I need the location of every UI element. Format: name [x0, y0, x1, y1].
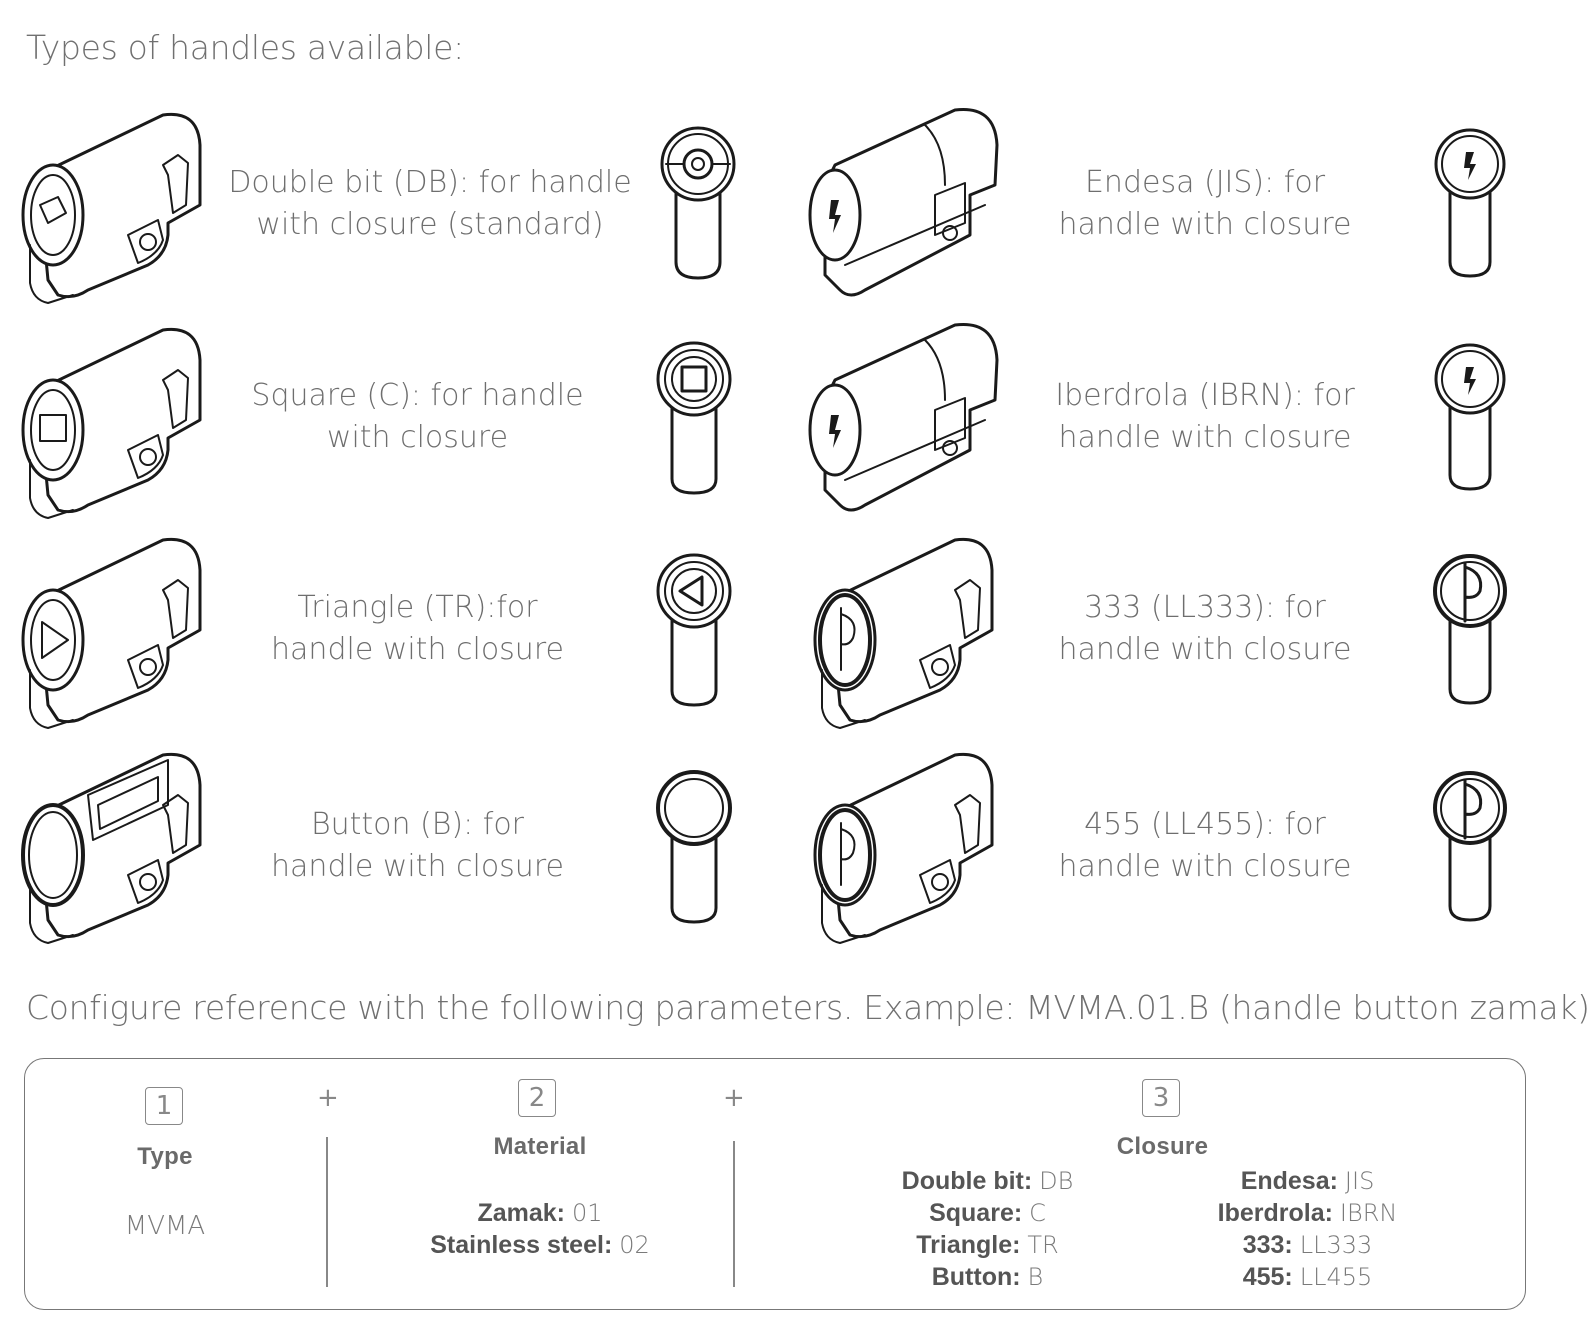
closure-option-double-bit: Double bit: DB	[901, 1167, 1074, 1195]
double-bit-cylinder-icon	[21, 112, 202, 304]
endesa-handle-icon	[1434, 128, 1506, 278]
closure-title: Closure	[1116, 1133, 1209, 1160]
type-value: MVMA	[124, 1211, 206, 1241]
step-number-1: 1	[145, 1087, 183, 1125]
material-option-zamak: Zamak: 01	[477, 1199, 603, 1227]
ll455-cylinder-icon	[813, 752, 994, 944]
divider	[733, 1141, 735, 1287]
closure-option-endesa: Endesa: JIS	[1240, 1167, 1375, 1195]
plus-sign: +	[723, 1083, 745, 1113]
material-title: Material	[493, 1133, 587, 1160]
endesa-cylinder-icon	[808, 107, 999, 297]
iberdrola-handle-icon	[1434, 343, 1506, 491]
step-number-3: 3	[1142, 1079, 1180, 1117]
configure-heading: Configure reference with the following p…	[26, 988, 1590, 1027]
ll333-handle-icon	[1433, 554, 1507, 705]
iberdrola-cylinder-icon	[808, 322, 999, 512]
triangle-handle-icon	[656, 553, 732, 707]
closure-option-triangle: Triangle: TR	[916, 1231, 1059, 1259]
type-title: Type	[137, 1143, 193, 1170]
step-number-2: 2	[518, 1079, 556, 1117]
closure-option-ll455: 455: LL455	[1242, 1263, 1373, 1291]
double-bit-handle-icon	[660, 126, 736, 280]
material-option-stainless: Stainless steel: 02	[430, 1231, 650, 1259]
button-cylinder-icon	[21, 752, 202, 944]
divider	[326, 1137, 328, 1287]
ll455-handle-icon	[1433, 771, 1507, 922]
closure-option-iberdrola: Iberdrola: IBRN	[1217, 1199, 1398, 1227]
reference-config-panel: 1 Type MVMA + 2 Material Zamak: 01 Stain…	[24, 1058, 1526, 1310]
closure-option-square: Square: C	[929, 1199, 1046, 1227]
square-cylinder-icon	[21, 327, 202, 519]
closure-option-button: Button: B	[931, 1263, 1044, 1291]
square-handle-icon	[656, 341, 732, 495]
types-heading: Types of handles available:	[26, 28, 464, 67]
triangle-cylinder-icon	[21, 537, 202, 729]
button-handle-icon	[656, 770, 732, 924]
plus-sign: +	[317, 1083, 339, 1113]
closure-option-ll333: 333: LL333	[1242, 1231, 1373, 1259]
ll333-cylinder-icon	[813, 537, 994, 729]
